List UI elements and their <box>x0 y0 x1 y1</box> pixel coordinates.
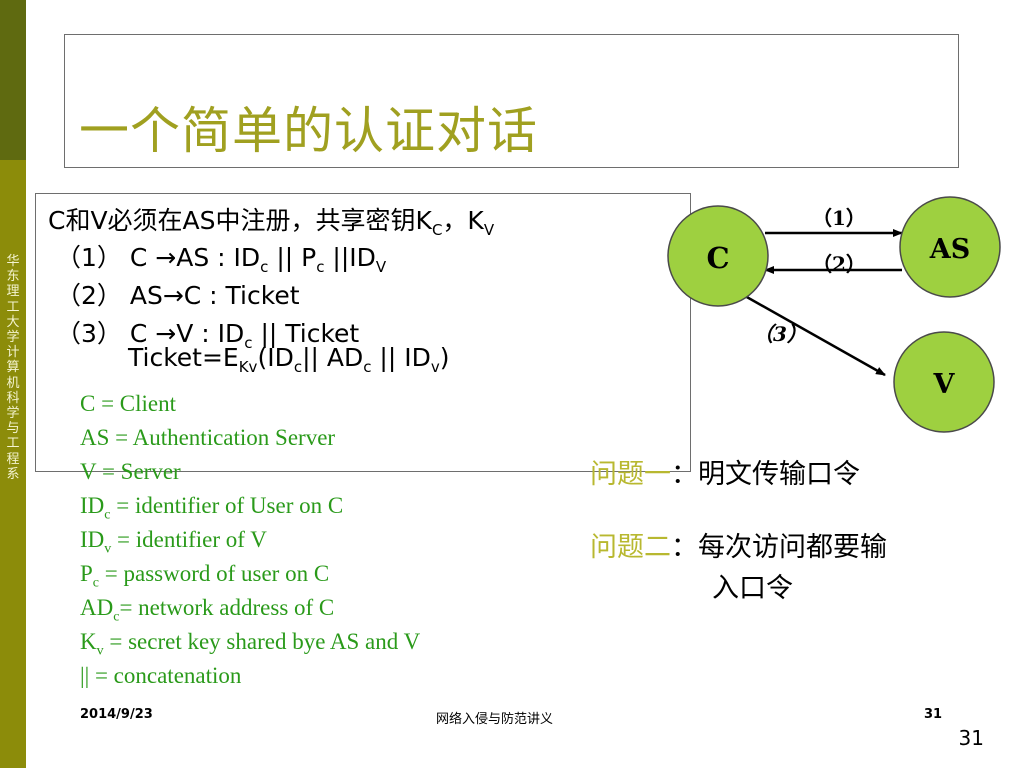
node-as-label: AS <box>929 234 970 265</box>
node-client-label: C <box>706 241 729 275</box>
title-box: 一个简单的认证对话 <box>64 34 959 168</box>
slide-number: 31 <box>958 726 984 750</box>
arrow-right-icon: → <box>155 319 177 348</box>
footer-date: 2014/9/23 <box>80 707 153 722</box>
protocol-line-2: （2） AS→C : Ticket <box>56 281 300 310</box>
node-as <box>899 196 1001 298</box>
footer-page-number: 31 <box>924 707 943 722</box>
sidebar-top-band <box>0 0 26 160</box>
node-client <box>667 205 769 307</box>
protocol-box <box>35 193 691 472</box>
definition-server: V = Server <box>80 459 181 484</box>
definition-idc: IDc = identifier of User on C <box>80 493 344 523</box>
definition-kv: Kv = secret key shared bye AS and V <box>80 629 421 659</box>
question-two: 问题二：每次访问都要输 <box>590 532 887 563</box>
arrow-c-to-v <box>744 294 886 377</box>
definition-as: AS = Authentication Server <box>80 425 336 450</box>
sidebar-institution-text: 华东理工大学计算机科学与工程系 <box>6 254 20 482</box>
question-one: 问题一：明文传输口令 <box>590 459 860 490</box>
arrow-label-3: （3） <box>753 322 807 346</box>
sidebar: 华东理工大学计算机科学与工程系 <box>0 0 26 768</box>
protocol-line-4: Ticket=EKv(IDc|| ADc || IDv) <box>128 343 450 376</box>
arrow-right-icon: → <box>162 281 184 310</box>
protocol-line-3: （3） C →V : IDc || Ticket <box>56 319 360 352</box>
slide-title: 一个简单的认证对话 <box>79 102 538 160</box>
node-server-label: V <box>933 369 956 400</box>
definition-adc: ADc= network address of C <box>80 595 335 625</box>
definition-idv: IDv = identifier of V <box>80 527 267 557</box>
definition-pc: Pc = password of user on C <box>80 561 330 591</box>
question-two-continued: 入口令 <box>712 573 793 604</box>
arrow-right-icon: → <box>155 243 177 272</box>
definition-concat: || = concatenation <box>80 663 242 688</box>
protocol-line-0: C和V必须在AS中注册，共享密钥KC，KV <box>48 206 495 239</box>
arrow-label-1: （1） <box>812 206 866 230</box>
footer-course-title: 网络入侵与防范讲义 <box>436 712 554 727</box>
arrow-label-2: （2） <box>812 252 866 276</box>
protocol-line-1: （1） C →AS : IDc || Pc ||IDV <box>56 243 387 276</box>
node-server <box>893 331 995 433</box>
definition-client: C = Client <box>80 391 177 416</box>
